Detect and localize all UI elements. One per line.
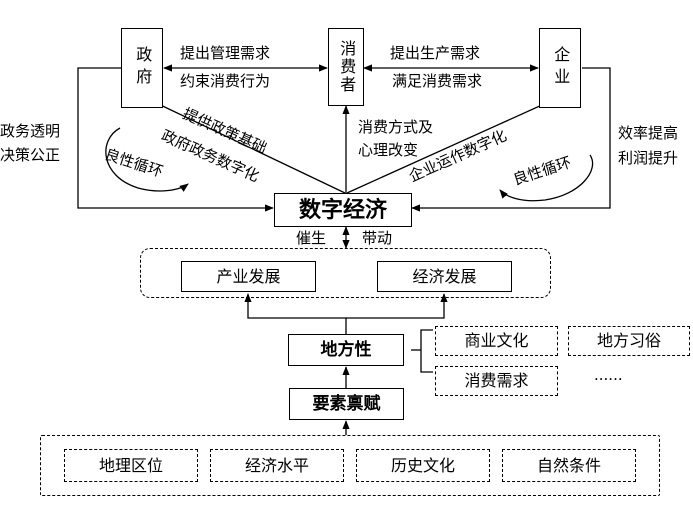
label-consumer-ent-bottom: 满足消费需求 (392, 72, 483, 90)
arrow-ent-diag (346, 99, 554, 194)
bracket-culture-v (420, 329, 433, 373)
label-gov-consumer-bottom: 约束消费行为 (180, 72, 271, 90)
development-group (140, 248, 551, 298)
government-box: 政府 (121, 28, 163, 108)
factors-group (40, 435, 660, 496)
locality-label: 地方性 (320, 339, 372, 360)
label-consumer-down-1: 消费方式及 (358, 118, 434, 136)
consumer-box: 消费者 (328, 28, 364, 106)
label-gov-consumer-top: 提出管理需求 (180, 44, 271, 62)
economy-development-box: 经济发展 (377, 261, 512, 292)
arrow-loc-dev-2 (346, 293, 448, 319)
government-label: 政府 (133, 46, 153, 90)
locality-box: 地方性 (288, 334, 404, 366)
digital-economy-box: 数字经济 (274, 193, 412, 227)
label-core-down-left: 催生 (296, 229, 327, 247)
industry-development-label: 产业发展 (216, 266, 281, 286)
factor-geography-box: 地理区位 (64, 449, 198, 482)
label-ent-right-1: 效率提高 (618, 124, 679, 142)
arrow-loc-dev (244, 293, 347, 334)
factor-economy-box: 经济水平 (210, 449, 344, 482)
label-ent-right-2: 利润提升 (618, 149, 679, 167)
local-custom-box: 地方习俗 (568, 326, 690, 356)
arrow-gov-loop-left (77, 67, 274, 212)
consumer-label: 消费者 (337, 40, 357, 94)
factor-economy-label: 经济水平 (244, 455, 309, 475)
factor-history-label: 历史文化 (390, 455, 455, 475)
consumption-demand-box: 消费需求 (435, 366, 558, 396)
economy-development-label: 经济发展 (412, 266, 477, 286)
cycle-arc-left (105, 127, 189, 192)
factor-nature-box: 自然条件 (502, 449, 636, 482)
cycle-arc-right (499, 154, 594, 202)
label-gov-left-1: 政务透明 (0, 122, 61, 140)
business-culture-box: 商业文化 (435, 326, 558, 356)
endowment-box: 要素禀赋 (289, 388, 404, 420)
factor-geography-label: 地理区位 (98, 455, 163, 475)
enterprise-box: 企业 (539, 28, 581, 108)
factor-nature-label: 自然条件 (536, 455, 601, 475)
culture-ellipsis: ······ (594, 370, 623, 388)
label-consumer-down-2: 心理改变 (358, 141, 419, 159)
label-core-down-right: 带动 (362, 229, 393, 247)
business-culture-label: 商业文化 (464, 331, 529, 351)
industry-development-box: 产业发展 (181, 261, 316, 292)
factor-history-box: 历史文化 (356, 449, 490, 482)
digital-economy-label: 数字经济 (298, 196, 387, 223)
arrow-ent-loop-right (411, 67, 611, 212)
local-custom-label: 地方习俗 (596, 331, 661, 351)
enterprise-label: 企业 (551, 46, 571, 90)
endowment-label: 要素禀赋 (312, 393, 381, 414)
arrow-gov-diag (149, 99, 346, 194)
label-gov-left-2: 决策公正 (0, 146, 61, 164)
label-consumer-ent-top: 提出生产需求 (390, 44, 481, 62)
consumption-demand-label: 消费需求 (464, 371, 529, 391)
